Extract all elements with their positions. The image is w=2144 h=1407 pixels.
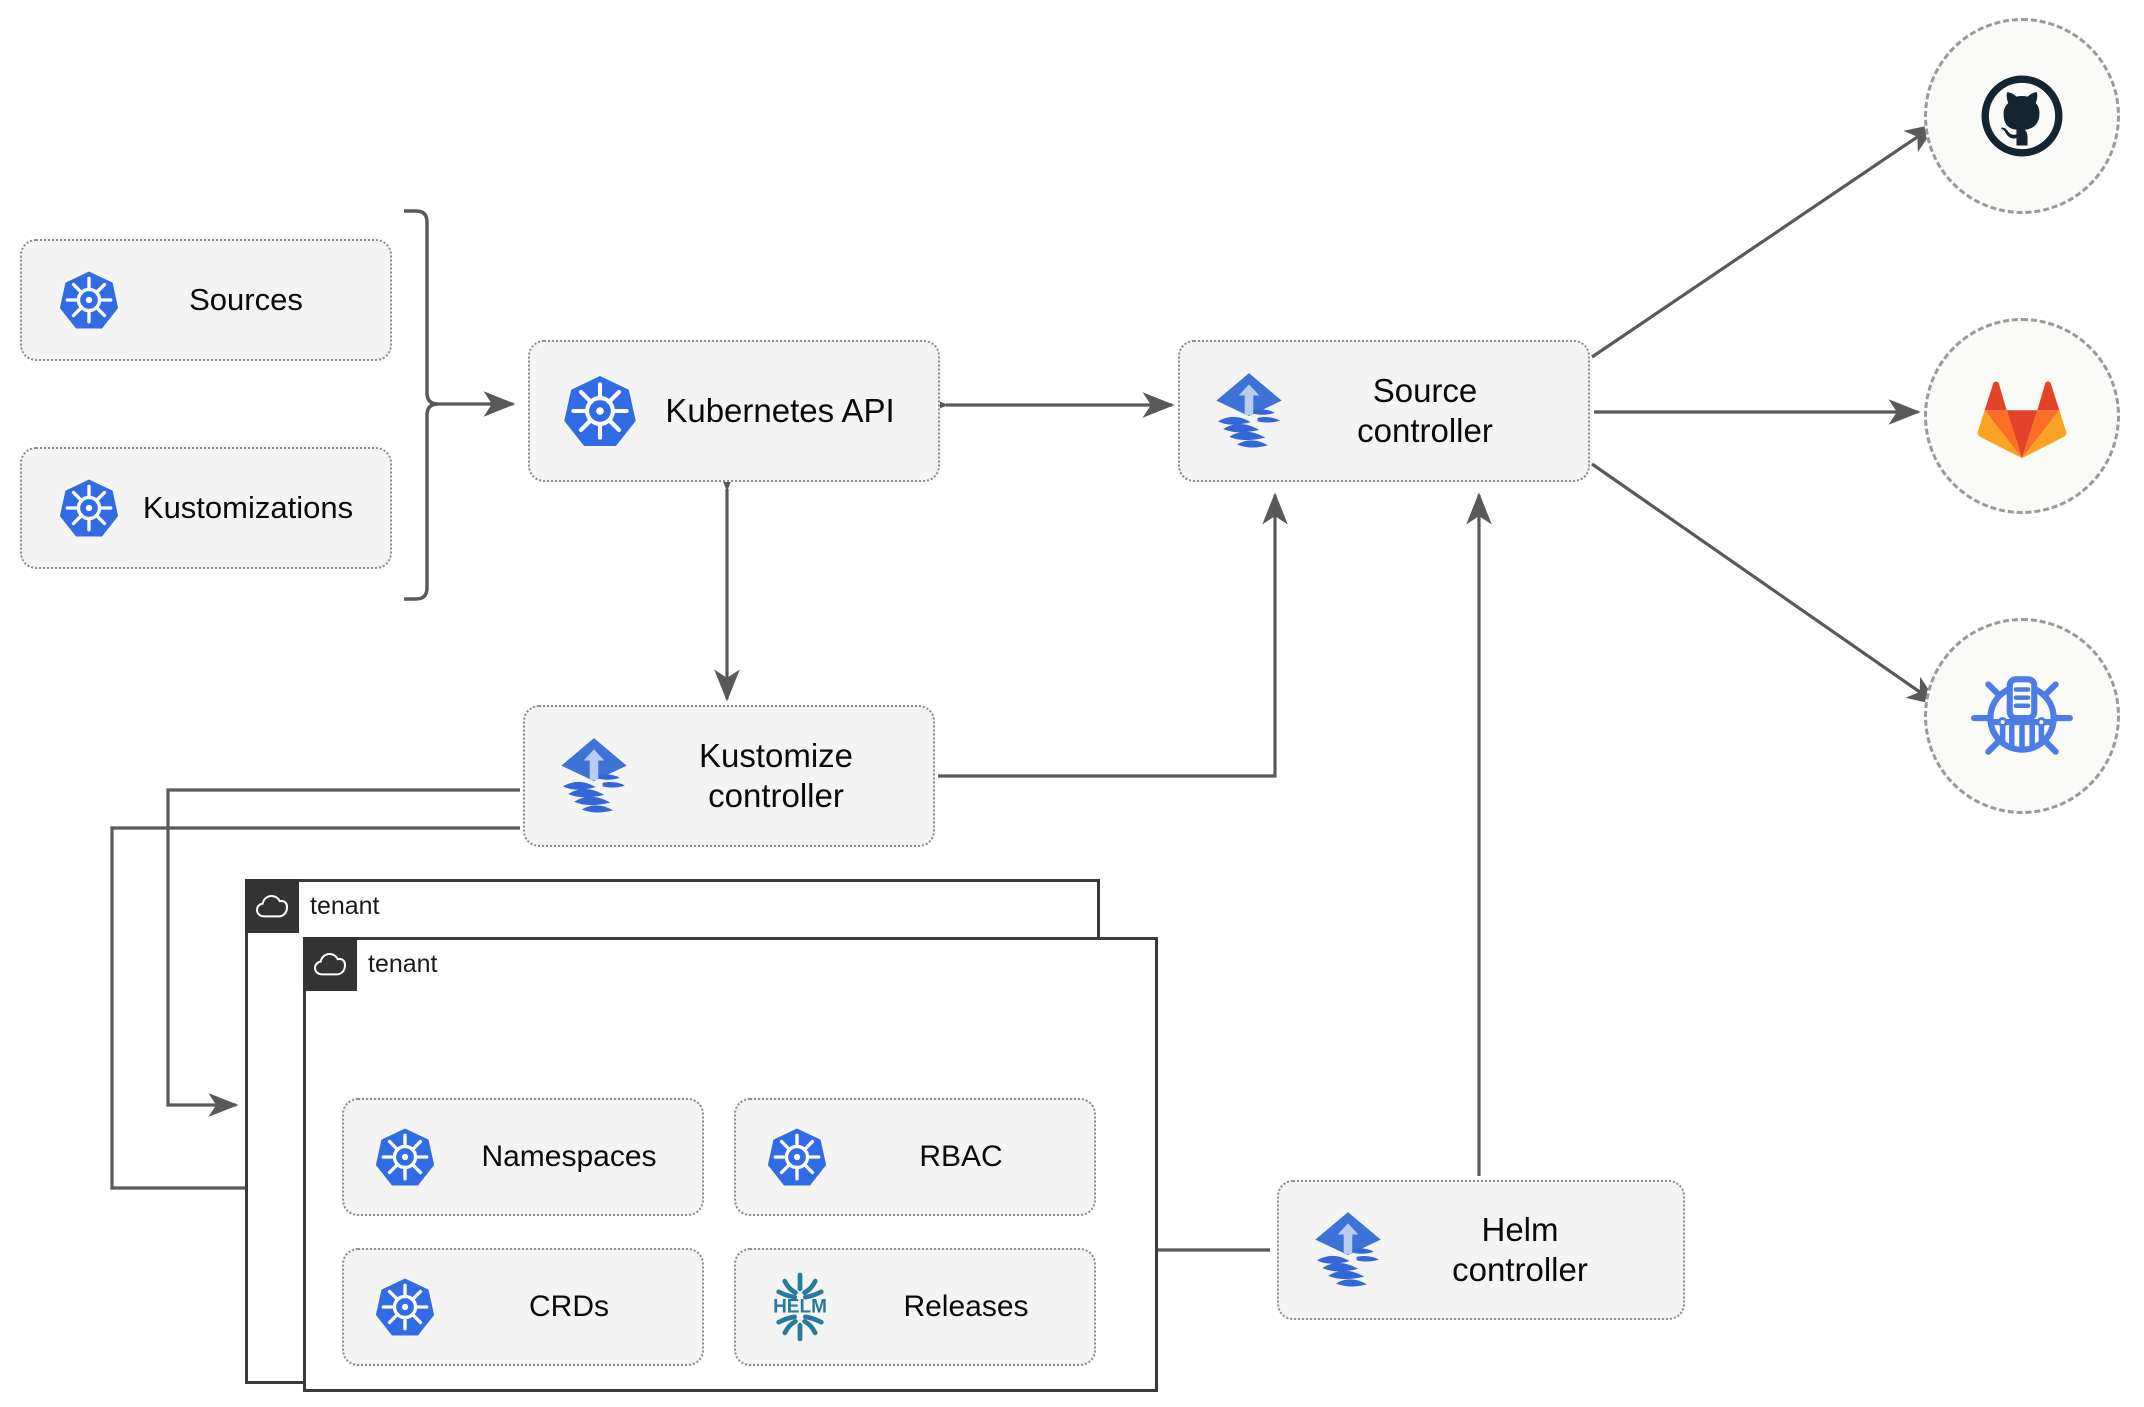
kubernetes-icon <box>562 373 638 449</box>
cloud-icon <box>245 879 299 933</box>
node-kustomizations[interactable]: Kustomizations <box>20 447 392 569</box>
kubernetes-icon <box>374 1126 436 1188</box>
node-label: Sources <box>189 282 303 318</box>
node-label: Kustomize controller <box>698 736 854 814</box>
tenant-container-front: tenant <box>303 937 1158 1392</box>
tenant-node-label: RBAC <box>919 1139 1003 1173</box>
kubernetes-icon <box>58 269 120 331</box>
helm-icon: HELM <box>762 1269 838 1345</box>
flux-icon <box>1206 368 1292 454</box>
svg-text:HELM: HELM <box>773 1296 827 1317</box>
provider-github[interactable] <box>1924 18 2120 214</box>
tenant-label: tenant <box>310 891 380 920</box>
kubernetes-icon <box>766 1126 828 1188</box>
tenant-node-label: CRDs <box>529 1289 609 1323</box>
edge-kustomize-controller-source-controller <box>938 492 1288 778</box>
cloud-icon <box>303 937 357 991</box>
node-label: Kustomizations <box>142 490 354 526</box>
node-sources[interactable]: Sources <box>20 239 392 361</box>
flux-icon <box>551 733 637 819</box>
tenant-node-namespaces[interactable]: Namespaces <box>342 1098 704 1216</box>
node-label: Source controller <box>1357 371 1493 449</box>
provider-gitlab[interactable] <box>1924 318 2120 514</box>
bucket-icon <box>1971 676 2073 755</box>
gitlab-icon <box>1977 381 2067 459</box>
tenant-node-rbac[interactable]: RBAC <box>734 1098 1096 1216</box>
node-label: Kubernetes API <box>665 391 895 429</box>
node-source-controller[interactable]: Source controller <box>1178 340 1590 482</box>
tenant-node-releases[interactable]: HELM Releases <box>734 1248 1096 1366</box>
github-icon <box>1981 75 2063 157</box>
node-kustomize-controller[interactable]: Kustomize controller <box>523 705 935 847</box>
edge-sources-brace <box>404 209 439 601</box>
tenant-label: tenant <box>368 949 438 978</box>
tenant-node-label: Releases <box>903 1289 1029 1323</box>
provider-bucket[interactable] <box>1924 618 2120 814</box>
kubernetes-icon <box>58 477 120 539</box>
edge-source-controller-github <box>1591 123 1938 359</box>
edge-source-controller-bucket <box>1591 462 1940 706</box>
node-helm-controller[interactable]: Helm controller <box>1277 1180 1685 1320</box>
tenant-node-crds[interactable]: CRDs <box>342 1248 704 1366</box>
tenant-node-label: Namespaces <box>481 1139 657 1173</box>
flux-icon <box>1305 1207 1391 1293</box>
node-kubernetes-api[interactable]: Kubernetes API <box>528 340 940 482</box>
kubernetes-icon <box>374 1276 436 1338</box>
node-label: Helm controller <box>1452 1210 1588 1288</box>
